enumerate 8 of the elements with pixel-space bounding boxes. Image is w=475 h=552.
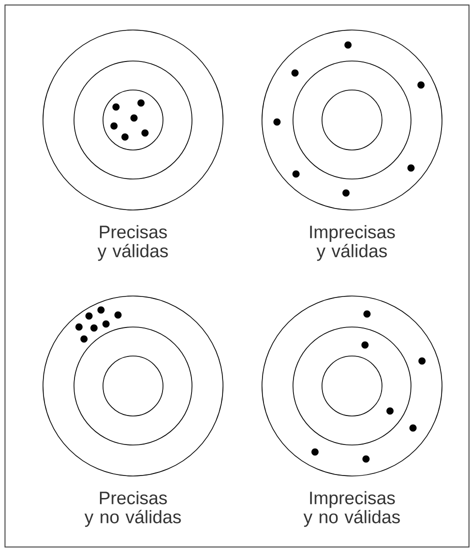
node-label: Precisas y no válidas <box>84 491 181 527</box>
target-drawing <box>262 30 442 210</box>
node-label: Imprecisas y válidas <box>310 225 395 261</box>
target-drawing <box>42 30 224 210</box>
target-drawing <box>262 296 442 476</box>
node-label: Precisas y válidas <box>98 225 168 261</box>
node-label: Imprecisas y no válidas <box>304 491 400 527</box>
target-drawing <box>42 296 224 476</box>
